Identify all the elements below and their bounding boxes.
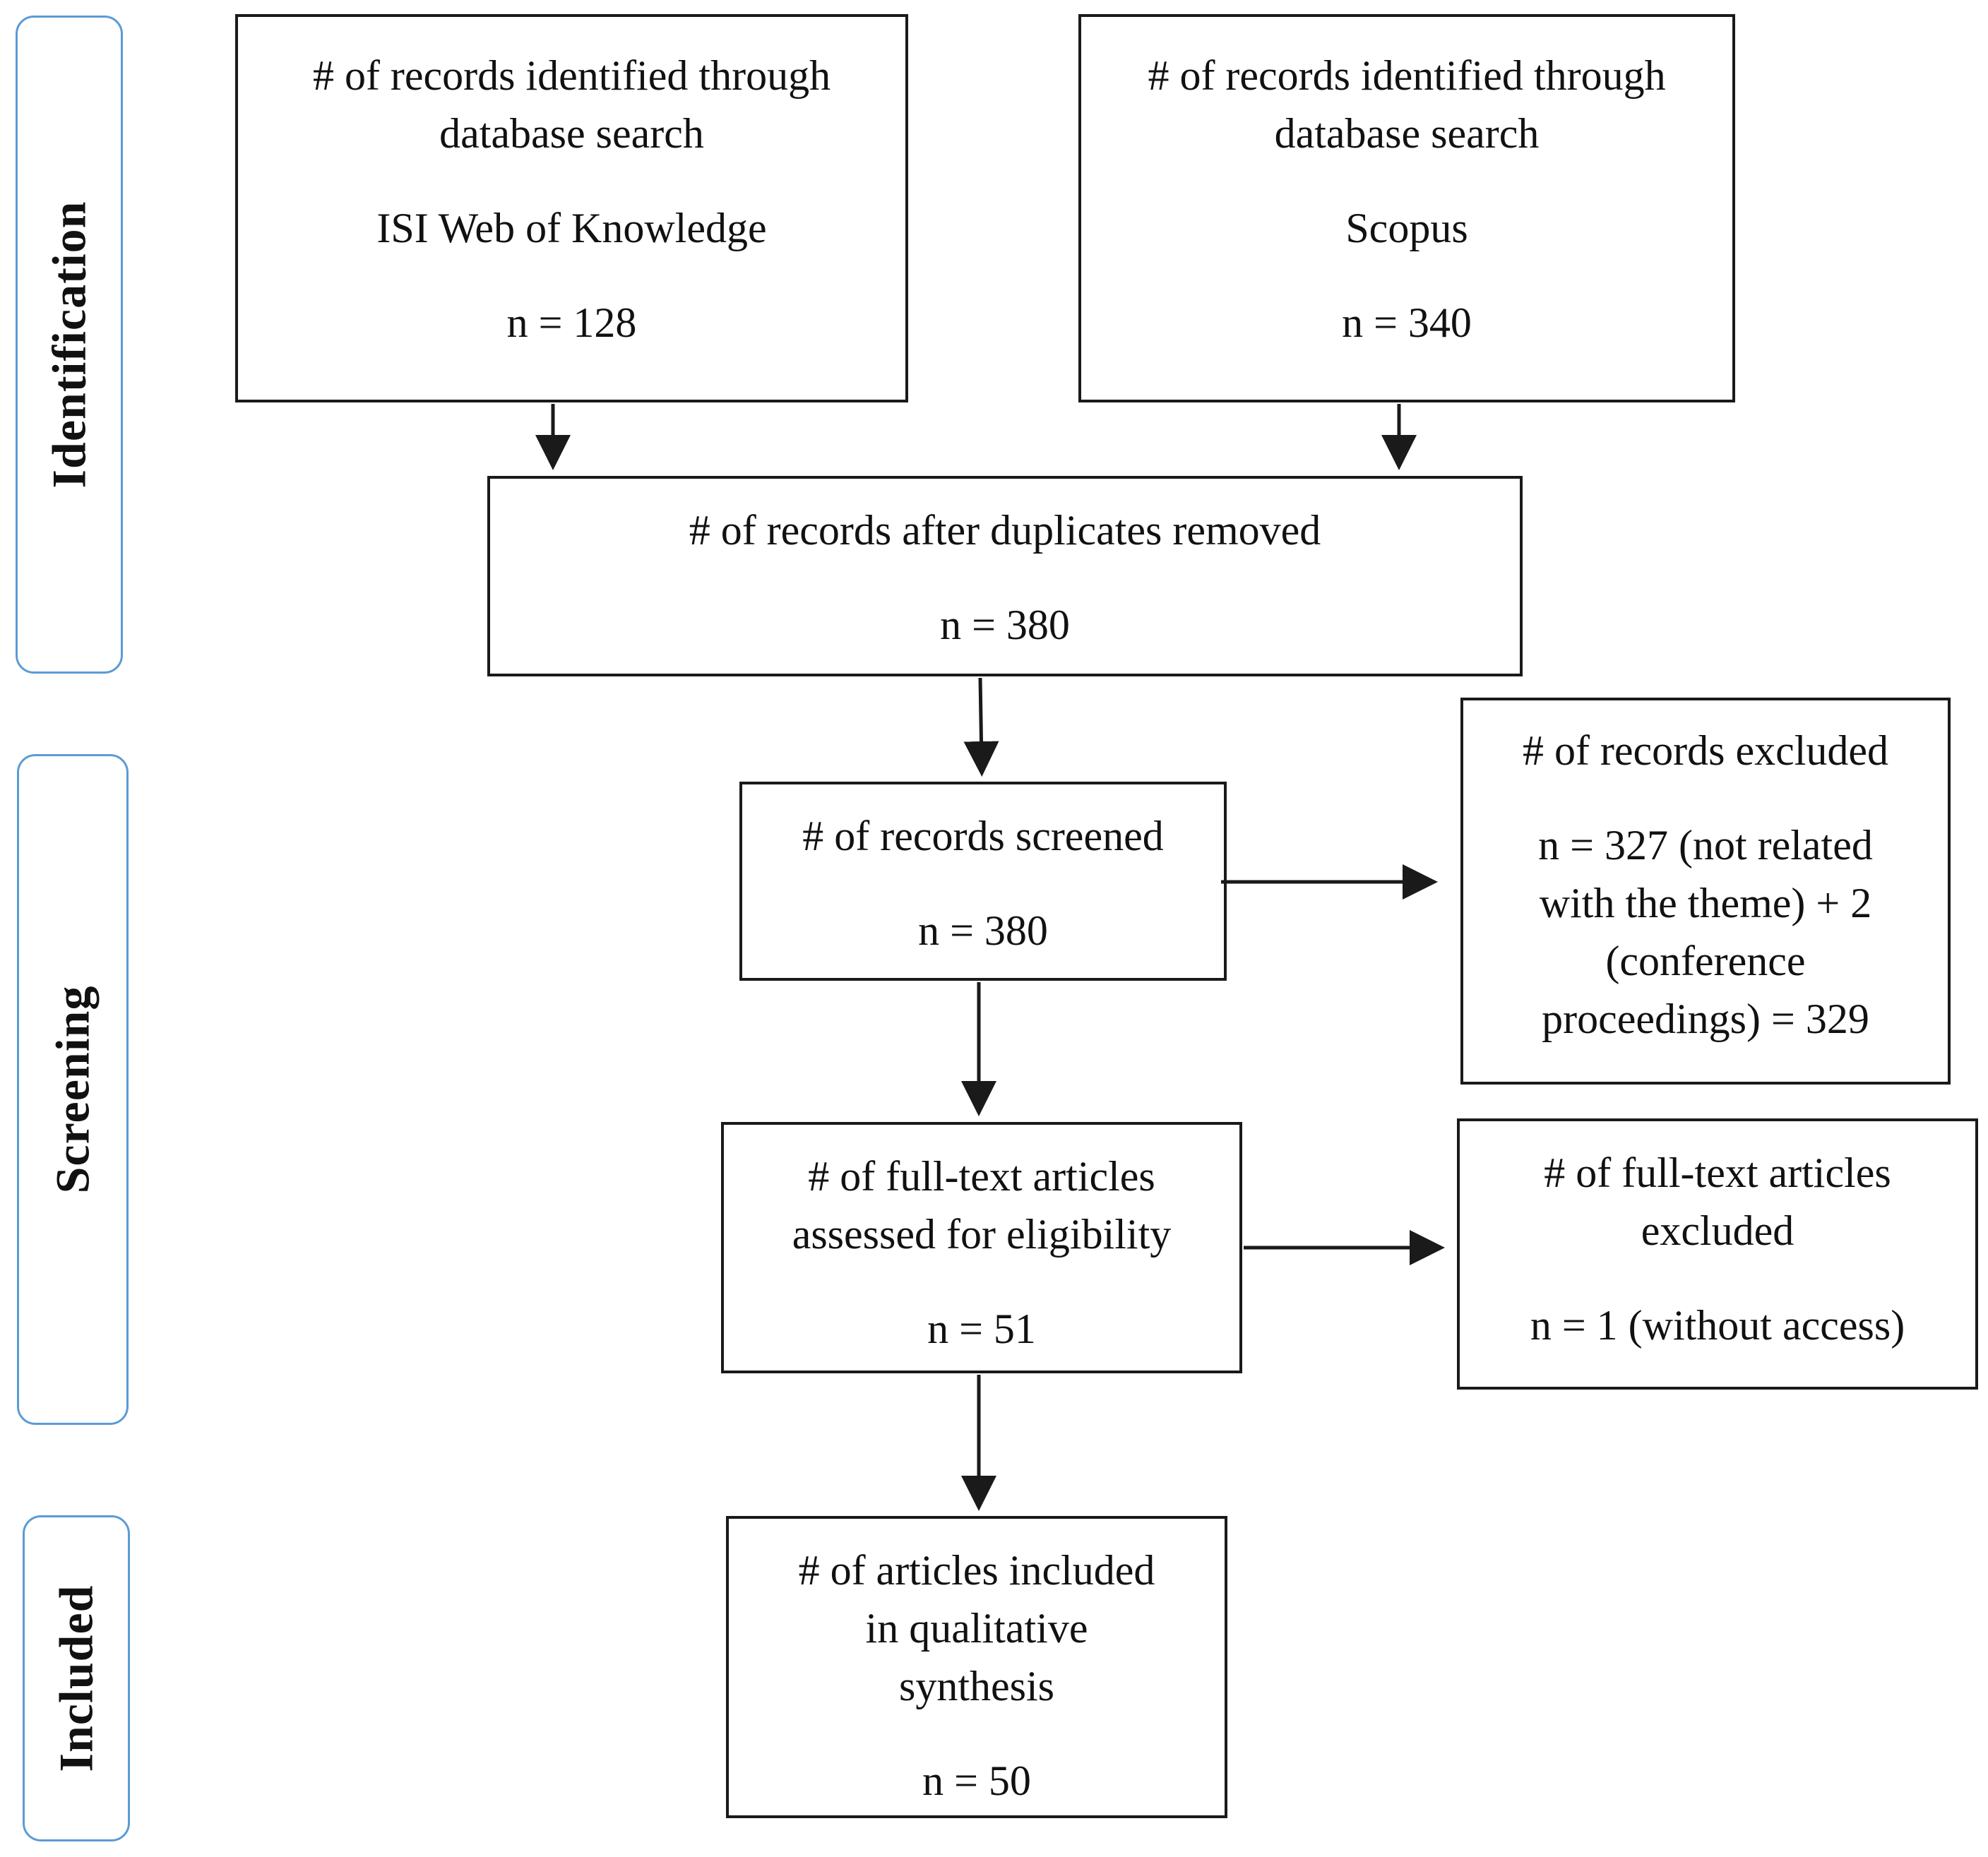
box-wos-records: # of records identified through database… xyxy=(235,14,908,402)
fulltext-excluded-line1: # of full-text articles xyxy=(1544,1150,1891,1196)
phase-screening: Screening xyxy=(17,754,129,1425)
fulltext-excluded-count: n = 1 (without access) xyxy=(1530,1302,1905,1349)
included-count: n = 50 xyxy=(922,1757,1031,1804)
arrow-dedup-to-screened xyxy=(963,677,999,777)
phase-identification: Identification xyxy=(16,16,123,674)
excluded-line3: (conference xyxy=(1605,938,1806,984)
excluded-line1: n = 327 (not related xyxy=(1538,822,1873,868)
scopus-line2: database search xyxy=(1274,110,1540,157)
dedup-label: # of records after duplicates removed xyxy=(689,507,1321,554)
box-records-excluded: # of records excluded n = 327 (not relat… xyxy=(1460,698,1951,1085)
box-scopus-records: # of records identified through database… xyxy=(1078,14,1735,402)
included-line3: synthesis xyxy=(898,1663,1055,1709)
excluded-label: # of records excluded xyxy=(1522,727,1889,774)
excluded-line2: with the theme) + 2 xyxy=(1539,880,1872,926)
wos-source: ISI Web of Knowledge xyxy=(376,205,767,251)
wos-line2: database search xyxy=(439,110,704,157)
fulltext-line1: # of full-text articles xyxy=(808,1153,1155,1200)
wos-count: n = 128 xyxy=(506,299,637,346)
dedup-count: n = 380 xyxy=(940,602,1070,648)
excluded-line4: proceedings) = 329 xyxy=(1542,996,1869,1042)
phase-included: Included xyxy=(23,1515,130,1841)
included-line1: # of articles included xyxy=(798,1547,1155,1594)
scopus-line1: # of records identified through xyxy=(1148,52,1666,99)
wos-line1: # of records identified through xyxy=(312,52,831,99)
screened-label: # of records screened xyxy=(802,813,1164,859)
box-records-screened: # of records screened n = 380 xyxy=(739,782,1227,981)
box-fulltext-excluded: # of full-text articles excluded n = 1 (… xyxy=(1457,1118,1978,1390)
box-duplicates-removed: # of records after duplicates removed n … xyxy=(487,476,1523,676)
box-articles-included: # of articles included in qualitative sy… xyxy=(726,1516,1227,1818)
fulltext-count: n = 51 xyxy=(927,1306,1036,1352)
included-line2: in qualitative xyxy=(865,1605,1088,1652)
fulltext-line2: assessed for eligibility xyxy=(792,1211,1172,1258)
scopus-source: Scopus xyxy=(1345,205,1468,251)
scopus-count: n = 340 xyxy=(1342,299,1472,346)
screened-count: n = 380 xyxy=(918,907,1048,954)
box-fulltext-assessed: # of full-text articles assessed for eli… xyxy=(721,1122,1242,1373)
fulltext-excluded-line2: excluded xyxy=(1641,1207,1794,1254)
